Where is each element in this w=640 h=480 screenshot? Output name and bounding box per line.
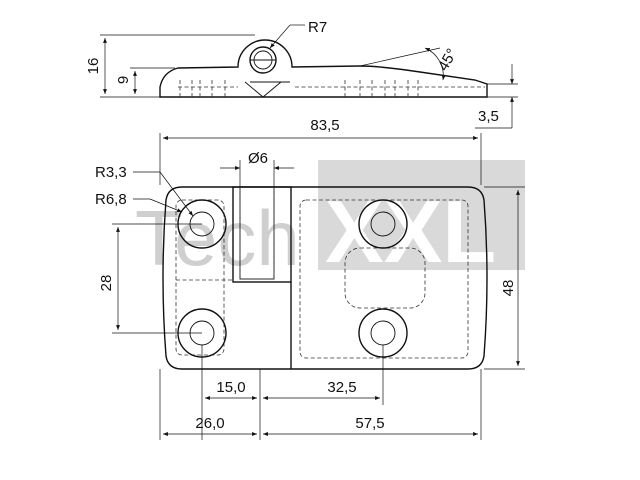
hole-offset-left-label: 15,0 xyxy=(216,379,245,396)
pin-diameter-label: Ø6 xyxy=(248,150,268,167)
side-view: 16 9 R7 45° 3,5 xyxy=(85,19,518,129)
chamfer-angle-label: 45° xyxy=(435,46,461,74)
leaf-left-width-label: 26,0 xyxy=(195,415,224,432)
watermark-text-left: Tech xyxy=(135,194,300,282)
hole-radius-label: R3,3 xyxy=(95,164,127,181)
center-recess xyxy=(344,247,426,309)
watermark: Tech XXL xyxy=(135,160,525,282)
side-height-leaf-label: 9 xyxy=(115,76,132,84)
overall-height-label: 48 xyxy=(500,280,517,297)
hole-spacing-vertical-label: 28 xyxy=(98,275,115,292)
overall-width-label: 83,5 xyxy=(310,117,339,134)
side-height-total-label: 16 xyxy=(85,58,102,75)
knuckle-radius-label: R7 xyxy=(308,19,327,36)
leaf-right-width-label: 57,5 xyxy=(355,415,384,432)
hole-spacing-right-label: 32,5 xyxy=(327,379,356,396)
side-thickness-label: 3,5 xyxy=(478,108,499,125)
side-view-outline xyxy=(159,39,488,98)
plate-outline xyxy=(162,186,488,370)
top-view: 83,5 xyxy=(95,117,525,440)
boss-radius-label: R6,8 xyxy=(95,191,127,208)
left-leaf-recess xyxy=(175,199,225,356)
watermark-box xyxy=(318,160,525,270)
hole-top-right xyxy=(358,199,408,249)
watermark-text-right: XXL xyxy=(325,182,496,281)
